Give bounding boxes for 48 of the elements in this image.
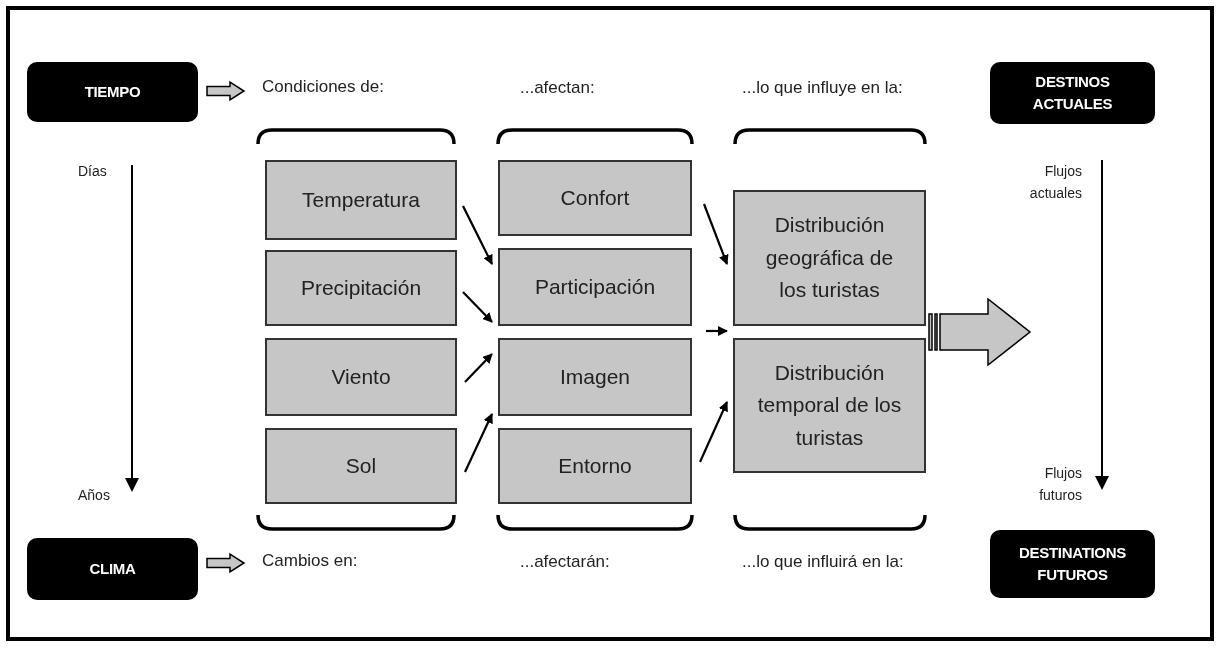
title-box <box>990 62 1155 124</box>
heading-text: Cambios en: <box>262 548 412 574</box>
arrow <box>706 326 728 336</box>
box-text: Confort <box>560 184 630 211</box>
annotation-text: Años <box>78 486 110 505</box>
process-box <box>498 428 692 504</box>
process-box <box>265 250 457 326</box>
title-box <box>27 62 198 122</box>
title-box <box>990 530 1155 598</box>
annotation-text: ...afectarán: <box>520 551 610 573</box>
arrow <box>699 401 728 463</box>
arrow <box>462 291 493 323</box>
box-text: Participación <box>534 273 656 300</box>
arrow <box>462 205 493 265</box>
box-text: Entorno <box>558 452 632 479</box>
box-text: DESTINATIONS FUTUROS <box>1018 543 1127 585</box>
box-text: Distribución temporal de los turistas <box>756 359 903 451</box>
process-box <box>733 338 926 473</box>
process-box <box>498 248 692 326</box>
block-arrow <box>928 297 1032 367</box>
box-text: CLIMA <box>89 559 136 580</box>
block-arrow <box>206 552 246 574</box>
arrow <box>702 203 729 265</box>
arrow <box>464 413 493 473</box>
box-text: Precipitación <box>300 274 422 301</box>
process-box <box>733 190 926 326</box>
title-box <box>27 538 198 600</box>
box-text: TIEMPO <box>84 82 141 103</box>
box-text: Imagen <box>559 363 630 390</box>
box-text: Viento <box>331 363 391 390</box>
annotation-text: Flujos futuros <box>1038 464 1082 506</box>
process-box <box>265 160 457 240</box>
heading-text: Condiciones de: <box>262 74 412 100</box>
annotation-text: Días <box>78 162 107 181</box>
box-text: DESTINOS ACTUALES <box>1031 72 1114 114</box>
block-arrow <box>206 80 246 102</box>
process-box <box>498 160 692 236</box>
box-text: Temperatura <box>302 186 420 213</box>
process-box <box>498 338 692 416</box>
annotation-text: ...lo que influye en la: <box>742 77 903 99</box>
annotation-text: ...lo que influirá en la: <box>742 551 904 573</box>
box-text: Distribución geográfica de los turistas <box>764 212 895 304</box>
process-box <box>265 338 457 416</box>
arrow <box>464 353 493 383</box>
box-text: Sol <box>345 452 377 479</box>
process-box <box>265 428 457 504</box>
annotation-text: Flujos actuales <box>1028 162 1082 204</box>
annotation-text: ...afectan: <box>520 77 595 99</box>
